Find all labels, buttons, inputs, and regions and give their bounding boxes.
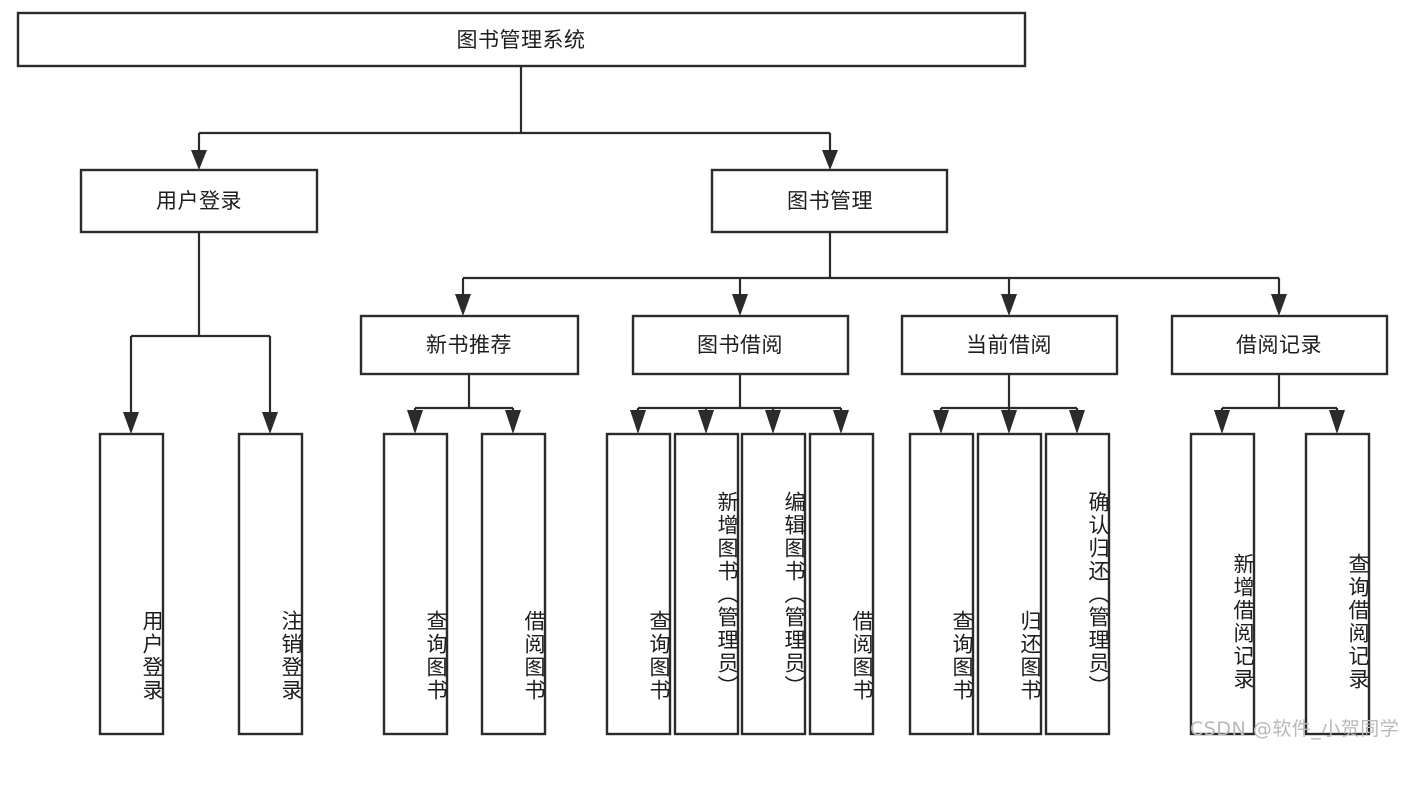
node-leaf-borrow-book-2[interactable] bbox=[808, 432, 875, 736]
arrow-head-leaf-confirm-return bbox=[1069, 410, 1085, 434]
arrow-head-book-management bbox=[822, 150, 838, 170]
diagram-root: 图书管理系统 用户登录 图书管理 新书推荐 图书借阅 bbox=[16, 11, 1399, 740]
node-user-login-label: 用户登录 bbox=[156, 189, 242, 213]
arrow-head-leaf-query-record bbox=[1329, 410, 1345, 434]
connector-layer bbox=[123, 66, 1345, 434]
node-leaf-confirm-return[interactable] bbox=[1044, 432, 1111, 736]
arrow-head-current-borrow bbox=[1001, 294, 1017, 316]
node-layer: 图书管理系统 用户登录 图书管理 新书推荐 图书借阅 bbox=[16, 11, 1389, 736]
arrow-head-book-borrow bbox=[732, 294, 748, 316]
arrow-head-user-login bbox=[191, 150, 207, 170]
arrow-head-leaf-add-book bbox=[698, 410, 714, 434]
node-book-management[interactable]: 图书管理 bbox=[710, 168, 949, 234]
arrow-head-leaf-user-logout bbox=[262, 412, 278, 434]
node-leaf-query-book-3[interactable] bbox=[908, 432, 975, 736]
node-leaf-user-logout[interactable] bbox=[237, 432, 304, 736]
node-root-label: 图书管理系统 bbox=[457, 28, 586, 52]
arrow-head-leaf-borrow-book-1 bbox=[505, 410, 521, 434]
arrow-head-new-book-recommend bbox=[455, 294, 471, 316]
arrow-head-leaf-borrow-book-2 bbox=[833, 410, 849, 434]
node-leaf-return-book[interactable] bbox=[976, 432, 1043, 736]
node-new-book-recommend[interactable]: 新书推荐 bbox=[359, 314, 580, 376]
node-current-borrow-label: 当前借阅 bbox=[966, 333, 1052, 357]
node-book-management-label: 图书管理 bbox=[787, 189, 873, 213]
node-book-borrow[interactable]: 图书借阅 bbox=[631, 314, 850, 376]
node-book-borrow-label: 图书借阅 bbox=[697, 333, 783, 357]
node-borrow-record-label: 借阅记录 bbox=[1236, 333, 1322, 357]
node-leaf-query-book-2[interactable] bbox=[605, 432, 672, 736]
arrow-head-leaf-query-book-3 bbox=[933, 410, 949, 434]
node-root[interactable]: 图书管理系统 bbox=[16, 11, 1027, 68]
arrow-head-leaf-add-record bbox=[1214, 410, 1230, 434]
arrow-head-leaf-user-login bbox=[123, 412, 139, 434]
node-borrow-record[interactable]: 借阅记录 bbox=[1170, 314, 1389, 376]
node-current-borrow[interactable]: 当前借阅 bbox=[900, 314, 1119, 376]
node-leaf-add-book[interactable] bbox=[673, 432, 740, 736]
node-leaf-add-record[interactable] bbox=[1189, 432, 1256, 736]
arrow-head-leaf-query-book-1 bbox=[407, 410, 423, 434]
arrow-head-leaf-edit-book bbox=[765, 410, 781, 434]
arrow-head-leaf-query-book-2 bbox=[630, 410, 646, 434]
node-leaf-query-book-1[interactable] bbox=[382, 432, 449, 736]
node-leaf-edit-book[interactable] bbox=[740, 432, 807, 736]
node-leaf-query-record[interactable] bbox=[1304, 432, 1371, 736]
arrow-head-borrow-record bbox=[1271, 294, 1287, 316]
node-user-login[interactable]: 用户登录 bbox=[79, 168, 319, 234]
diagram-canvas: 图书管理系统 用户登录 图书管理 新书推荐 图书借阅 bbox=[16, 11, 1389, 736]
arrow-head-leaf-return-book bbox=[1001, 410, 1017, 434]
node-new-book-recommend-label: 新书推荐 bbox=[426, 333, 512, 357]
node-leaf-borrow-book-1[interactable] bbox=[480, 432, 547, 736]
node-leaf-user-login[interactable] bbox=[98, 432, 165, 736]
